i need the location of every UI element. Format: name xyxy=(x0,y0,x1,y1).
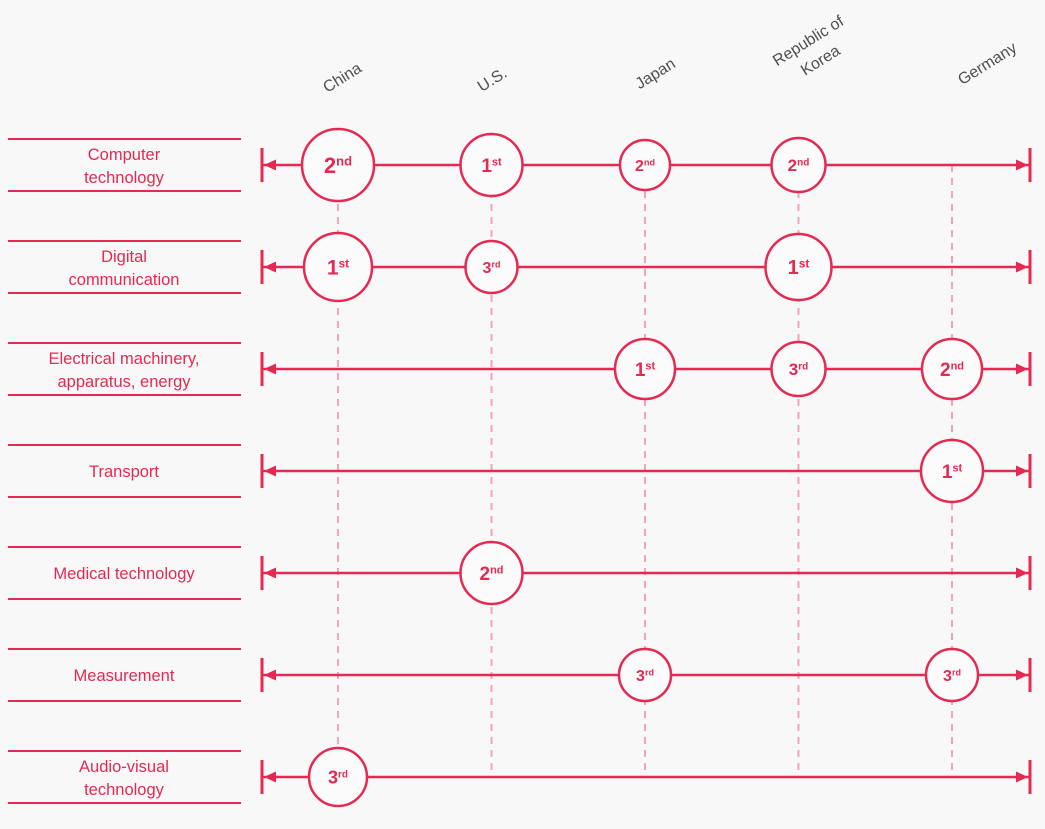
axis-arrowhead-left xyxy=(264,363,276,375)
axis-arrowhead-left xyxy=(264,465,276,477)
column-headers: China U.S. Japan Republic ofKorea Germany xyxy=(320,13,1020,97)
axis-arrowhead-right xyxy=(1016,567,1028,579)
rank-badge-circle xyxy=(924,647,980,703)
axis-arrowhead-left xyxy=(264,669,276,681)
rank-badge-label: 1st xyxy=(942,462,963,483)
rank-badge-label: 1st xyxy=(635,360,656,381)
rank-badge-label: 3rd xyxy=(328,767,348,787)
rank-badge-germany-3rd: 3rd xyxy=(924,647,980,703)
rank-badge-label: 2nd xyxy=(788,156,810,175)
rank-badge-u-s-3rd: 3rd xyxy=(464,239,519,295)
row-label: Measurement xyxy=(74,667,175,685)
axis-arrowhead-right xyxy=(1016,669,1028,681)
rank-badge-u-s-2nd: 2nd xyxy=(459,540,524,606)
column-label-germany: Germany xyxy=(955,40,1020,89)
rank-badge-label: 2nd xyxy=(940,360,964,381)
rank-badge-circle xyxy=(300,127,376,203)
rank-badge-circle xyxy=(618,138,672,192)
rank-badge-label: 2nd xyxy=(479,564,503,585)
rank-badge-label: 2nd xyxy=(324,153,352,178)
rank-badge-japan-2nd: 2nd xyxy=(618,138,672,192)
rank-badge-germany-1st: 1st xyxy=(919,438,985,504)
axis-arrowhead-right xyxy=(1016,465,1028,477)
rank-badge-republic-of-korea-2nd: 2nd xyxy=(770,136,827,194)
row-measurement: Measurement 3rd 3rd xyxy=(8,647,1032,703)
axis-arrowhead-right xyxy=(1016,771,1028,783)
rank-badge-label: 3rd xyxy=(483,259,501,276)
row-label: Transport xyxy=(89,463,159,481)
axis-arrowhead-right xyxy=(1016,363,1028,375)
rank-badge-circle xyxy=(613,337,677,401)
rank-badge-china-3rd: 3rd xyxy=(307,746,369,808)
axis-arrowhead-left xyxy=(264,567,276,579)
rank-badge-china-2nd: 2nd xyxy=(300,127,376,203)
rank-badge-japan-1st: 1st xyxy=(613,337,677,401)
rank-badge-circle xyxy=(459,132,524,198)
axis-arrowhead-left xyxy=(264,159,276,171)
row-label: Electrical machinery,apparatus, energy xyxy=(49,350,200,391)
column-label-japan: Japan xyxy=(633,55,679,93)
rank-badge-republic-of-korea-3rd: 3rd xyxy=(770,340,827,398)
axis-arrowhead-right xyxy=(1016,159,1028,171)
rank-badge-label: 1st xyxy=(788,257,810,280)
rank-badge-circle xyxy=(764,232,833,302)
column-label-china: China xyxy=(320,60,365,97)
rank-badge-circle xyxy=(770,340,827,398)
rank-badge-circle xyxy=(307,746,369,808)
rank-badge-u-s-1st: 1st xyxy=(459,132,524,198)
rank-badge-germany-2nd: 2nd xyxy=(920,337,984,401)
axis-arrowhead-left xyxy=(264,771,276,783)
rank-badge-label: 1st xyxy=(481,156,502,177)
row-label: Medical technology xyxy=(53,565,195,583)
rank-badge-circle xyxy=(919,438,985,504)
rank-badge-label: 3rd xyxy=(636,667,654,684)
rank-badge-circle xyxy=(459,540,524,606)
column-label-u-s: U.S. xyxy=(475,65,510,96)
row-electrical-machinery-apparatus-energy: Electrical machinery,apparatus, energy 1s… xyxy=(8,337,1032,401)
rank-badge-circle xyxy=(464,239,519,295)
rank-badge-label: 3rd xyxy=(789,360,808,379)
row-medical-technology: Medical technology 2nd xyxy=(8,540,1032,606)
rank-badge-circle xyxy=(920,337,984,401)
rank-badge-label: 2nd xyxy=(635,157,655,174)
rank-badge-circle xyxy=(302,231,374,303)
rank-badge-label: 3rd xyxy=(943,667,961,684)
rank-badge-circle xyxy=(770,136,827,194)
column-label-republic-of-korea: Republic ofKorea xyxy=(770,13,860,90)
rank-badge-circle xyxy=(617,647,673,703)
rank-badge-label: 1st xyxy=(327,257,349,280)
axis-arrowhead-left xyxy=(264,261,276,273)
row-transport: Transport 1st xyxy=(8,438,1032,504)
axis-arrowhead-right xyxy=(1016,261,1028,273)
rank-badge-republic-of-korea-1st: 1st xyxy=(764,232,833,302)
rank-badge-china-1st: 1st xyxy=(302,231,374,303)
rank-badge-japan-3rd: 3rd xyxy=(617,647,673,703)
